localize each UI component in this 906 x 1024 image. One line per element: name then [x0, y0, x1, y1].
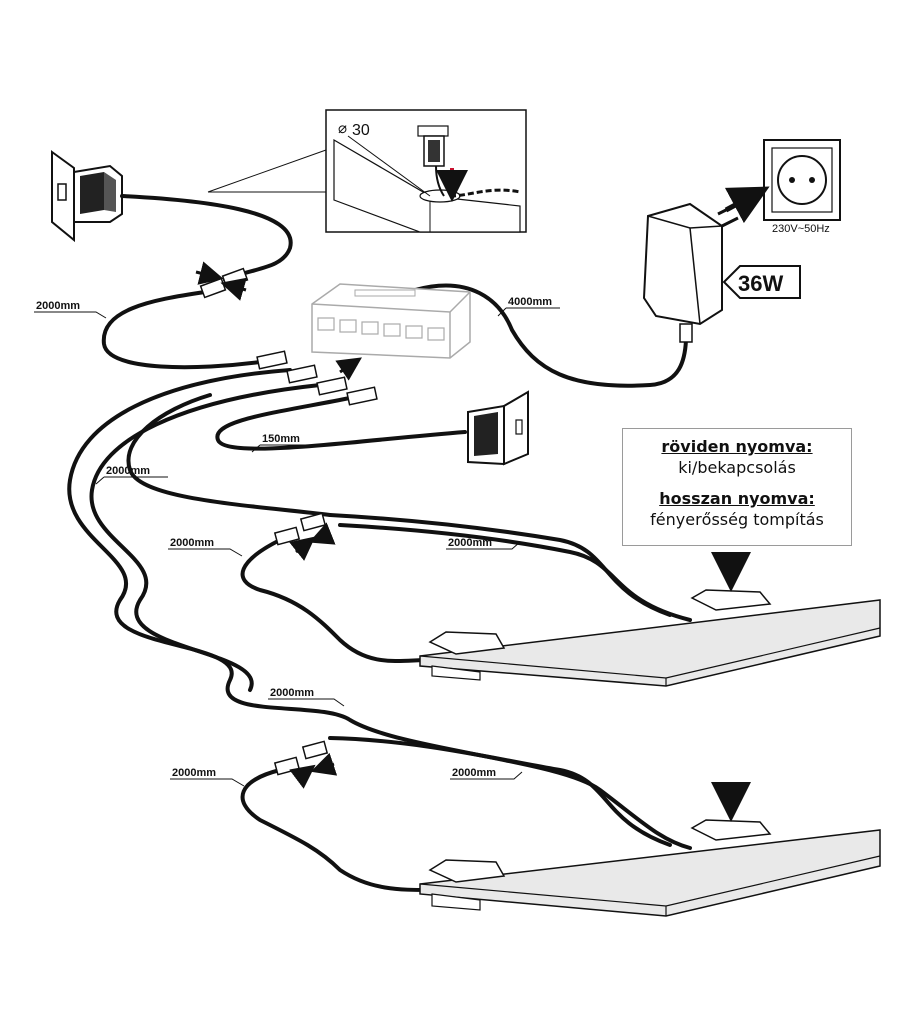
cable-power: [413, 283, 688, 388]
short-press-title: röviden nyomva:: [661, 437, 813, 456]
power-adapter: [642, 202, 739, 343]
cable-top-left: [101, 290, 262, 370]
touch-switch-top: [51, 150, 123, 243]
cable-long-2: [89, 383, 322, 692]
short-press-action: ki/bekapcsolás: [678, 458, 796, 477]
label-shelf2-left: 2000mm: [172, 767, 216, 779]
cables: [67, 194, 692, 892]
label-power: 4000mm: [508, 296, 552, 308]
adapter-power-badge: 36W: [722, 265, 801, 299]
cable-top-switch: [120, 194, 293, 282]
cable-shelf1-c: [240, 538, 432, 664]
hub-arrow: [335, 357, 362, 381]
long-press-action: fényerősség tompítás: [650, 510, 824, 529]
connector-shelf1: [273, 512, 336, 561]
cable-long-1: [67, 368, 692, 850]
distribution-hub: [311, 283, 471, 359]
hub-plugs: [256, 350, 378, 406]
label-short: 150mm: [262, 433, 300, 445]
cable-long-to-shelf1: [126, 393, 332, 517]
cable-short: [215, 396, 467, 451]
wall-outlet: 230V~50Hz: [763, 139, 841, 235]
connector-top: [195, 261, 249, 301]
adapter-power-value: 36W: [738, 271, 783, 296]
cable-shelf1-b: [338, 523, 692, 622]
label-shelf1-right: 2000mm: [448, 537, 492, 549]
long-press-title: hosszan nyomva:: [659, 489, 815, 508]
label-mid: 2000mm: [270, 687, 314, 699]
cable-shelf1-a: [328, 513, 672, 617]
connector-shelf2: [273, 740, 338, 789]
cable-shelf2-a: [328, 736, 672, 847]
dimension-labels: 2000mm 4000mm 150mm 2000mm 2000mm 2000mm…: [34, 296, 560, 787]
cable-shelf2-c: [240, 768, 432, 892]
hole-diameter-value: 30: [352, 122, 370, 139]
label-shelf1-left: 2000mm: [170, 537, 214, 549]
hole-diameter-symbol: ⌀: [338, 120, 347, 137]
shelf-2: [419, 819, 881, 917]
outlet-rating: 230V~50Hz: [772, 223, 830, 235]
shelf-1: [419, 589, 881, 687]
label-top-left: 2000mm: [36, 300, 80, 312]
touch-switch-middle: [467, 390, 529, 466]
label-long-left: 2000mm: [106, 465, 150, 477]
hole-detail-inset: ⌀ 30: [207, 109, 527, 233]
label-shelf2-right: 2000mm: [452, 767, 496, 779]
info-box: röviden nyomva: ki/bekapcsolás hosszan n…: [622, 428, 852, 546]
